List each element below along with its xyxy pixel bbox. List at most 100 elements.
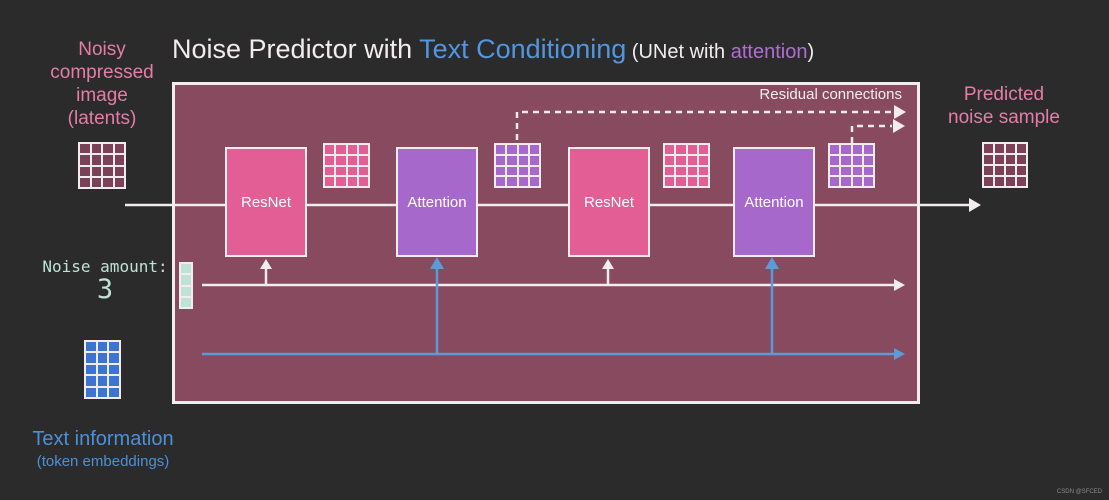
latents-label-line1: Noisy <box>78 39 126 60</box>
grid-cell <box>103 155 113 165</box>
grid-cell <box>529 145 539 154</box>
grid-cell <box>336 145 346 154</box>
title-text-conditioning: Text Conditioning <box>419 34 627 64</box>
grid-cell <box>325 155 335 165</box>
noise-line-arrowhead <box>894 279 905 291</box>
latent-grid-purple-1-icon <box>494 143 541 188</box>
grid-cell <box>841 166 851 176</box>
grid-cell <box>496 155 506 165</box>
grid-cell <box>91 166 101 176</box>
title-paren-open: (UNet with <box>626 41 731 63</box>
residual-dashed-long <box>515 110 893 140</box>
grid-cell <box>86 342 96 352</box>
attention-block-1: Attention <box>396 147 478 257</box>
grid-cell <box>852 177 862 186</box>
latent-grid-purple-2-icon <box>828 143 875 188</box>
grid-cell <box>1017 155 1026 164</box>
grid-cell <box>518 177 528 186</box>
grid-cell <box>86 364 96 375</box>
grid-cell <box>325 166 335 176</box>
grid-cell <box>358 145 368 154</box>
grid-cell <box>1017 177 1026 186</box>
latents-label-line4: (latents) <box>67 108 137 129</box>
grid-cell <box>103 177 113 187</box>
grid-cell <box>1006 177 1015 186</box>
grid-cell <box>181 275 191 285</box>
grid-cell <box>336 155 346 165</box>
grid-cell <box>984 155 993 164</box>
predicted-label-line2: noise sample <box>948 107 1060 128</box>
grid-cell <box>336 177 346 186</box>
grid-cell <box>109 342 119 352</box>
grid-cell <box>830 166 840 176</box>
grid-cell <box>852 145 862 154</box>
attention-block-2-label: Attention <box>744 193 804 211</box>
text-information-title: Text information <box>32 428 174 450</box>
grid-cell <box>863 145 873 154</box>
grid-cell <box>518 166 528 176</box>
grid-cell <box>507 155 517 165</box>
main-flow-arrowhead <box>969 198 981 212</box>
grid-cell <box>91 144 101 154</box>
grid-cell <box>1006 155 1015 164</box>
grid-cell <box>109 376 119 386</box>
latent-grid-pink-2-icon <box>663 143 710 188</box>
grid-cell <box>841 155 851 165</box>
grid-cell <box>687 145 697 154</box>
grid-cell <box>347 177 357 186</box>
grid-cell <box>109 353 119 363</box>
text-information-subtitle: (token embeddings) <box>36 453 170 470</box>
grid-cell <box>91 177 101 187</box>
grid-cell <box>325 145 335 154</box>
grid-cell <box>852 155 862 165</box>
grid-cell <box>496 145 506 154</box>
title-paren-close: ) <box>807 41 815 63</box>
grid-cell <box>518 155 528 165</box>
grid-cell <box>676 166 686 176</box>
noise-amount-label: Noise amount: <box>42 257 168 276</box>
grid-cell <box>529 155 539 165</box>
grid-cell <box>336 166 346 176</box>
grid-cell <box>665 177 675 186</box>
grid-cell <box>80 155 90 165</box>
predicted-noise-label: Predicted noise sample <box>928 83 1080 129</box>
grid-cell <box>518 145 528 154</box>
resnet-block-1: ResNet <box>225 147 307 257</box>
residual-connections-label: Residual connections <box>759 86 902 103</box>
grid-cell <box>687 166 697 176</box>
noise-arrowhead-resnet1 <box>260 259 272 269</box>
grid-cell <box>347 145 357 154</box>
grid-cell <box>181 286 191 296</box>
latents-label-line3: image <box>76 85 128 106</box>
latents-label-line2: compressed <box>50 62 154 83</box>
resnet-block-2: ResNet <box>568 147 650 257</box>
attention-block-1-label: Attention <box>407 193 467 211</box>
grid-cell <box>325 177 335 186</box>
grid-cell <box>676 155 686 165</box>
grid-cell <box>1017 166 1026 175</box>
latents-grid-icon <box>78 142 126 189</box>
grid-cell <box>181 297 191 307</box>
grid-cell <box>863 155 873 165</box>
grid-cell <box>830 145 840 154</box>
grid-cell <box>665 145 675 154</box>
grid-cell <box>995 177 1004 186</box>
grid-cell <box>358 166 368 176</box>
grid-cell <box>103 144 113 154</box>
grid-cell <box>863 177 873 186</box>
text-information-label: Text information (token embeddings) <box>13 428 193 470</box>
grid-cell <box>91 155 101 165</box>
grid-cell <box>698 155 708 165</box>
grid-cell <box>358 177 368 186</box>
residual-dashed-short <box>850 124 892 143</box>
grid-cell <box>984 144 993 153</box>
grid-cell <box>507 177 517 186</box>
grid-cell <box>114 144 124 154</box>
latent-grid-pink-1-icon <box>323 143 370 188</box>
grid-cell <box>984 177 993 186</box>
token-embeddings-grid-icon <box>84 340 121 399</box>
text-arrowhead-attention1 <box>430 257 444 269</box>
predicted-noise-grid-icon <box>982 142 1028 188</box>
grid-cell <box>507 166 517 176</box>
